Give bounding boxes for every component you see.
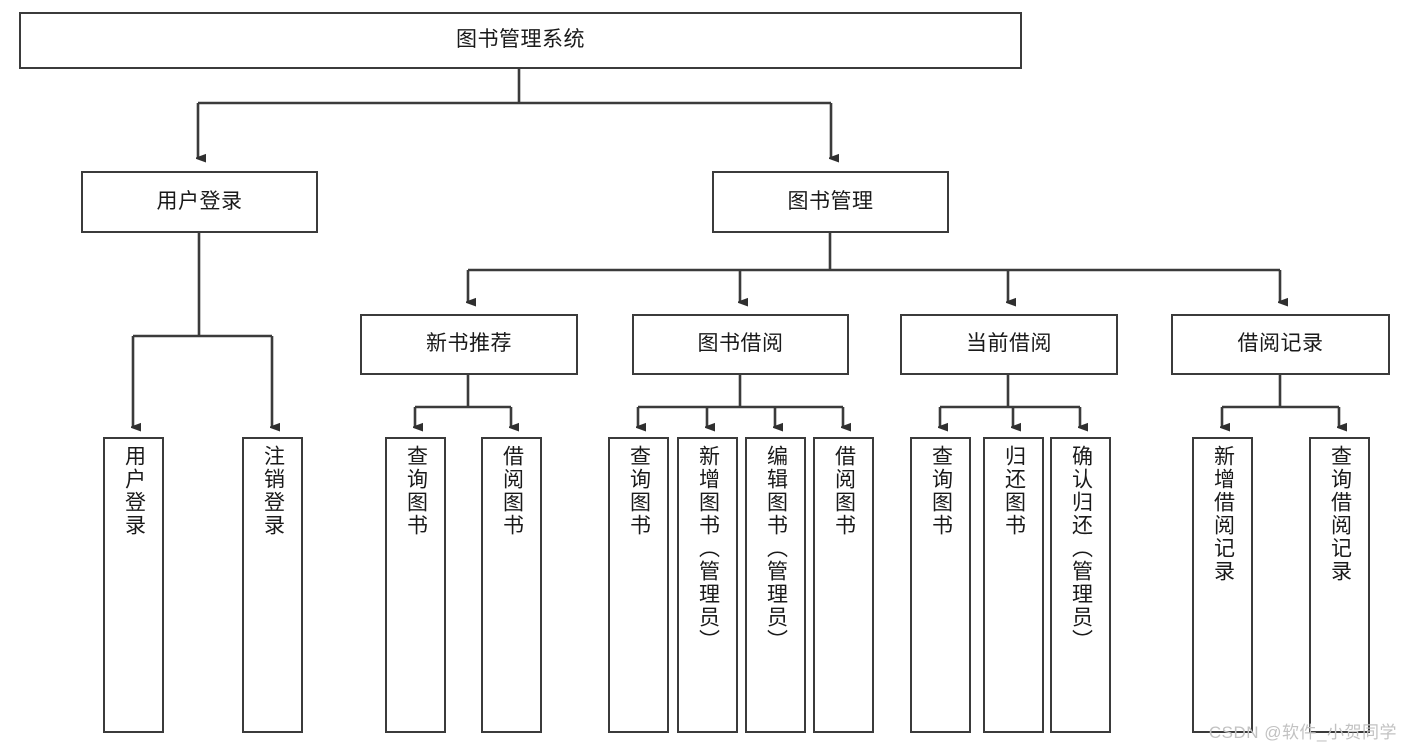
node-book-borrow[interactable]: 图书借阅 — [632, 314, 849, 375]
leaf-add-record-label: 新增借阅记录 — [1211, 445, 1235, 583]
node-current-borrow-label: 当前借阅 — [966, 332, 1052, 356]
node-new-book-rec[interactable]: 新书推荐 — [360, 314, 578, 375]
node-current-borrow[interactable]: 当前借阅 — [900, 314, 1118, 375]
leaf-user-login-label: 用户登录 — [122, 445, 146, 537]
leaf-query-book-3[interactable]: 查询图书 — [910, 437, 971, 733]
node-borrow-record-label: 借阅记录 — [1237, 332, 1324, 356]
node-book-borrow-label: 图书借阅 — [697, 332, 784, 356]
leaf-edit-book-label: 编辑图书（管理员） — [764, 445, 788, 652]
node-book-manage-label: 图书管理 — [787, 189, 874, 213]
leaf-query-book-3-label: 查询图书 — [929, 445, 953, 537]
leaf-query-book-1[interactable]: 查询图书 — [385, 437, 446, 733]
csdn-watermark: CSDN @软件_小贺同学 — [1208, 723, 1397, 742]
leaf-borrow-book-1[interactable]: 借阅图书 — [481, 437, 542, 733]
leaf-add-book-label: 新增图书（管理员） — [696, 445, 720, 652]
leaf-user-login[interactable]: 用户登录 — [103, 437, 164, 733]
leaf-logout-login-label: 注销登录 — [261, 445, 285, 537]
node-root[interactable]: 图书管理系统 — [19, 12, 1022, 69]
leaf-query-record-label: 查询借阅记录 — [1328, 445, 1352, 583]
node-new-book-rec-label: 新书推荐 — [426, 332, 512, 356]
node-user-login[interactable]: 用户登录 — [81, 171, 318, 233]
leaf-edit-book[interactable]: 编辑图书（管理员） — [745, 437, 806, 733]
leaf-borrow-book-2[interactable]: 借阅图书 — [813, 437, 874, 733]
node-book-manage[interactable]: 图书管理 — [712, 171, 949, 233]
node-root-label: 图书管理系统 — [456, 28, 585, 52]
leaf-query-book-2-label: 查询图书 — [627, 445, 651, 537]
leaf-return-book[interactable]: 归还图书 — [983, 437, 1044, 733]
leaf-confirm-return-label: 确认归还（管理员） — [1069, 445, 1093, 652]
node-borrow-record[interactable]: 借阅记录 — [1171, 314, 1390, 375]
leaf-logout-login[interactable]: 注销登录 — [242, 437, 303, 733]
leaf-add-book[interactable]: 新增图书（管理员） — [677, 437, 738, 733]
leaf-borrow-book-1-label: 借阅图书 — [500, 445, 524, 537]
leaf-add-record[interactable]: 新增借阅记录 — [1192, 437, 1253, 733]
leaf-query-book-2[interactable]: 查询图书 — [608, 437, 669, 733]
node-user-login-label: 用户登录 — [156, 189, 243, 213]
leaf-borrow-book-2-label: 借阅图书 — [832, 445, 856, 537]
leaf-return-book-label: 归还图书 — [1002, 445, 1026, 537]
leaf-query-book-1-label: 查询图书 — [404, 445, 428, 537]
leaf-query-record[interactable]: 查询借阅记录 — [1309, 437, 1370, 733]
leaf-confirm-return[interactable]: 确认归还（管理员） — [1050, 437, 1111, 733]
